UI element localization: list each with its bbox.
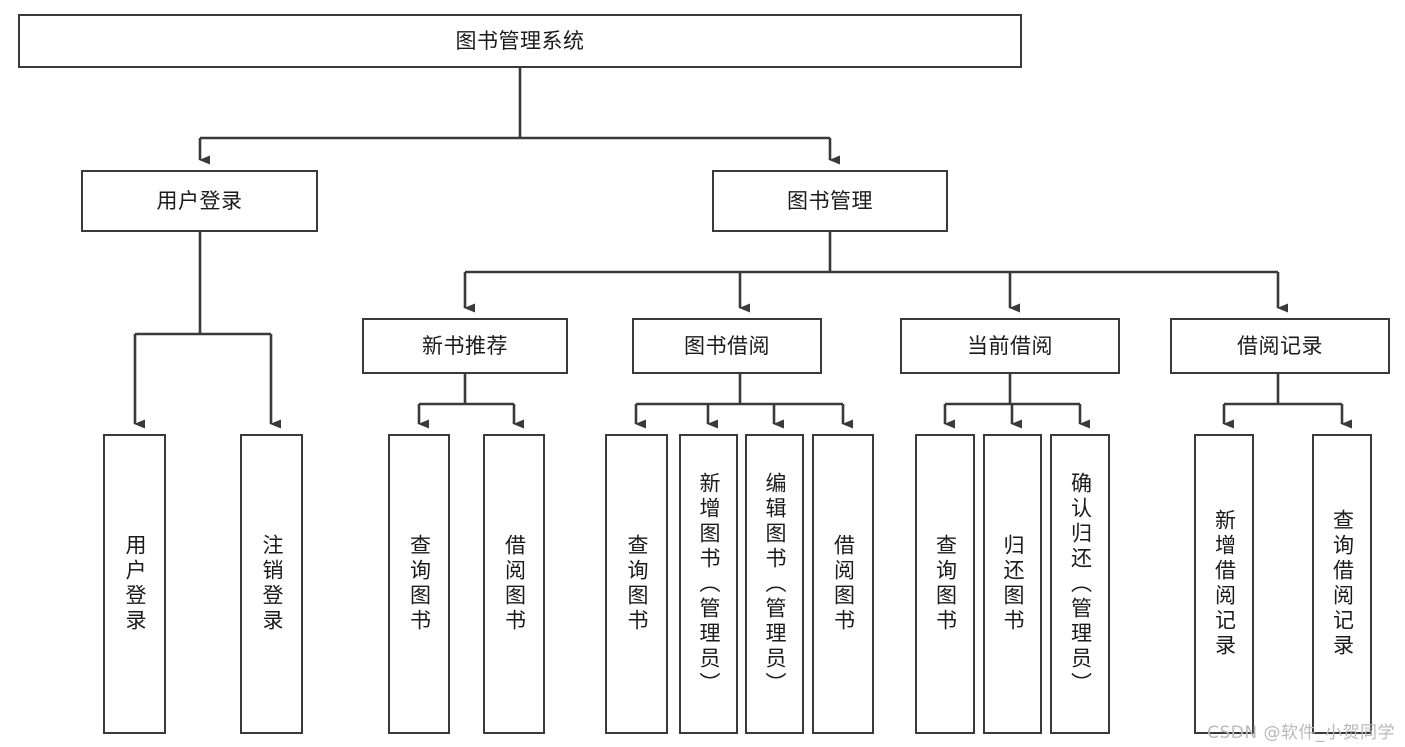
- node-leaf-query-borrow-record[interactable]: 查询借阅记录: [1312, 434, 1372, 734]
- node-leaf-query-book-recommend[interactable]: 查询图书: [388, 434, 450, 734]
- node-current-borrow-label: 当前借阅: [967, 333, 1053, 358]
- node-leaf-return-book-label: 归还图书: [1001, 534, 1025, 634]
- node-leaf-add-book-label: 新增图书（管理员）: [697, 471, 721, 697]
- node-book-management[interactable]: 图书管理: [712, 170, 948, 232]
- node-leaf-user-login[interactable]: 用户登录: [103, 434, 166, 734]
- node-leaf-logout-label: 注销登录: [260, 534, 284, 634]
- node-leaf-confirm-return-label: 确认归还（管理员）: [1068, 471, 1093, 697]
- node-borrow-record-label: 借阅记录: [1237, 333, 1323, 358]
- node-leaf-edit-book-label: 编辑图书（管理员）: [763, 471, 787, 697]
- node-leaf-borrow-book-recommend-label: 借阅图书: [502, 534, 527, 634]
- node-root-label: 图书管理系统: [455, 28, 585, 53]
- node-leaf-query-book-recommend-label: 查询图书: [407, 534, 432, 634]
- node-user-login-label: 用户登录: [156, 188, 243, 213]
- node-leaf-add-borrow-record-label: 新增借阅记录: [1212, 509, 1237, 659]
- node-new-book-recommend[interactable]: 新书推荐: [362, 318, 568, 374]
- node-leaf-query-book-borrow-label: 查询图书: [625, 534, 649, 634]
- node-book-borrow-label: 图书借阅: [684, 333, 770, 358]
- node-user-login[interactable]: 用户登录: [81, 170, 318, 232]
- node-leaf-confirm-return[interactable]: 确认归还（管理员）: [1050, 434, 1110, 734]
- node-book-management-label: 图书管理: [787, 188, 873, 213]
- node-leaf-add-book[interactable]: 新增图书（管理员）: [679, 434, 738, 734]
- node-leaf-add-borrow-record[interactable]: 新增借阅记录: [1194, 434, 1254, 734]
- node-root[interactable]: 图书管理系统: [18, 14, 1022, 68]
- node-book-borrow[interactable]: 图书借阅: [632, 318, 822, 374]
- node-current-borrow[interactable]: 当前借阅: [900, 318, 1120, 374]
- node-leaf-edit-book[interactable]: 编辑图书（管理员）: [745, 434, 804, 734]
- node-leaf-query-book-current[interactable]: 查询图书: [915, 434, 975, 734]
- node-leaf-borrow-book[interactable]: 借阅图书: [812, 434, 874, 734]
- node-leaf-query-book-borrow[interactable]: 查询图书: [605, 434, 668, 734]
- node-leaf-borrow-book-recommend[interactable]: 借阅图书: [483, 434, 545, 734]
- node-leaf-borrow-book-label: 借阅图书: [831, 534, 856, 634]
- node-leaf-query-borrow-record-label: 查询借阅记录: [1330, 509, 1355, 659]
- node-leaf-logout[interactable]: 注销登录: [240, 434, 303, 734]
- node-leaf-query-book-current-label: 查询图书: [933, 534, 958, 634]
- node-borrow-record[interactable]: 借阅记录: [1170, 318, 1390, 374]
- node-leaf-user-login-label: 用户登录: [123, 534, 147, 634]
- node-leaf-return-book[interactable]: 归还图书: [983, 434, 1042, 734]
- node-new-book-recommend-label: 新书推荐: [422, 333, 508, 358]
- watermark-text: CSDN @软件_小贺同学: [1207, 723, 1395, 743]
